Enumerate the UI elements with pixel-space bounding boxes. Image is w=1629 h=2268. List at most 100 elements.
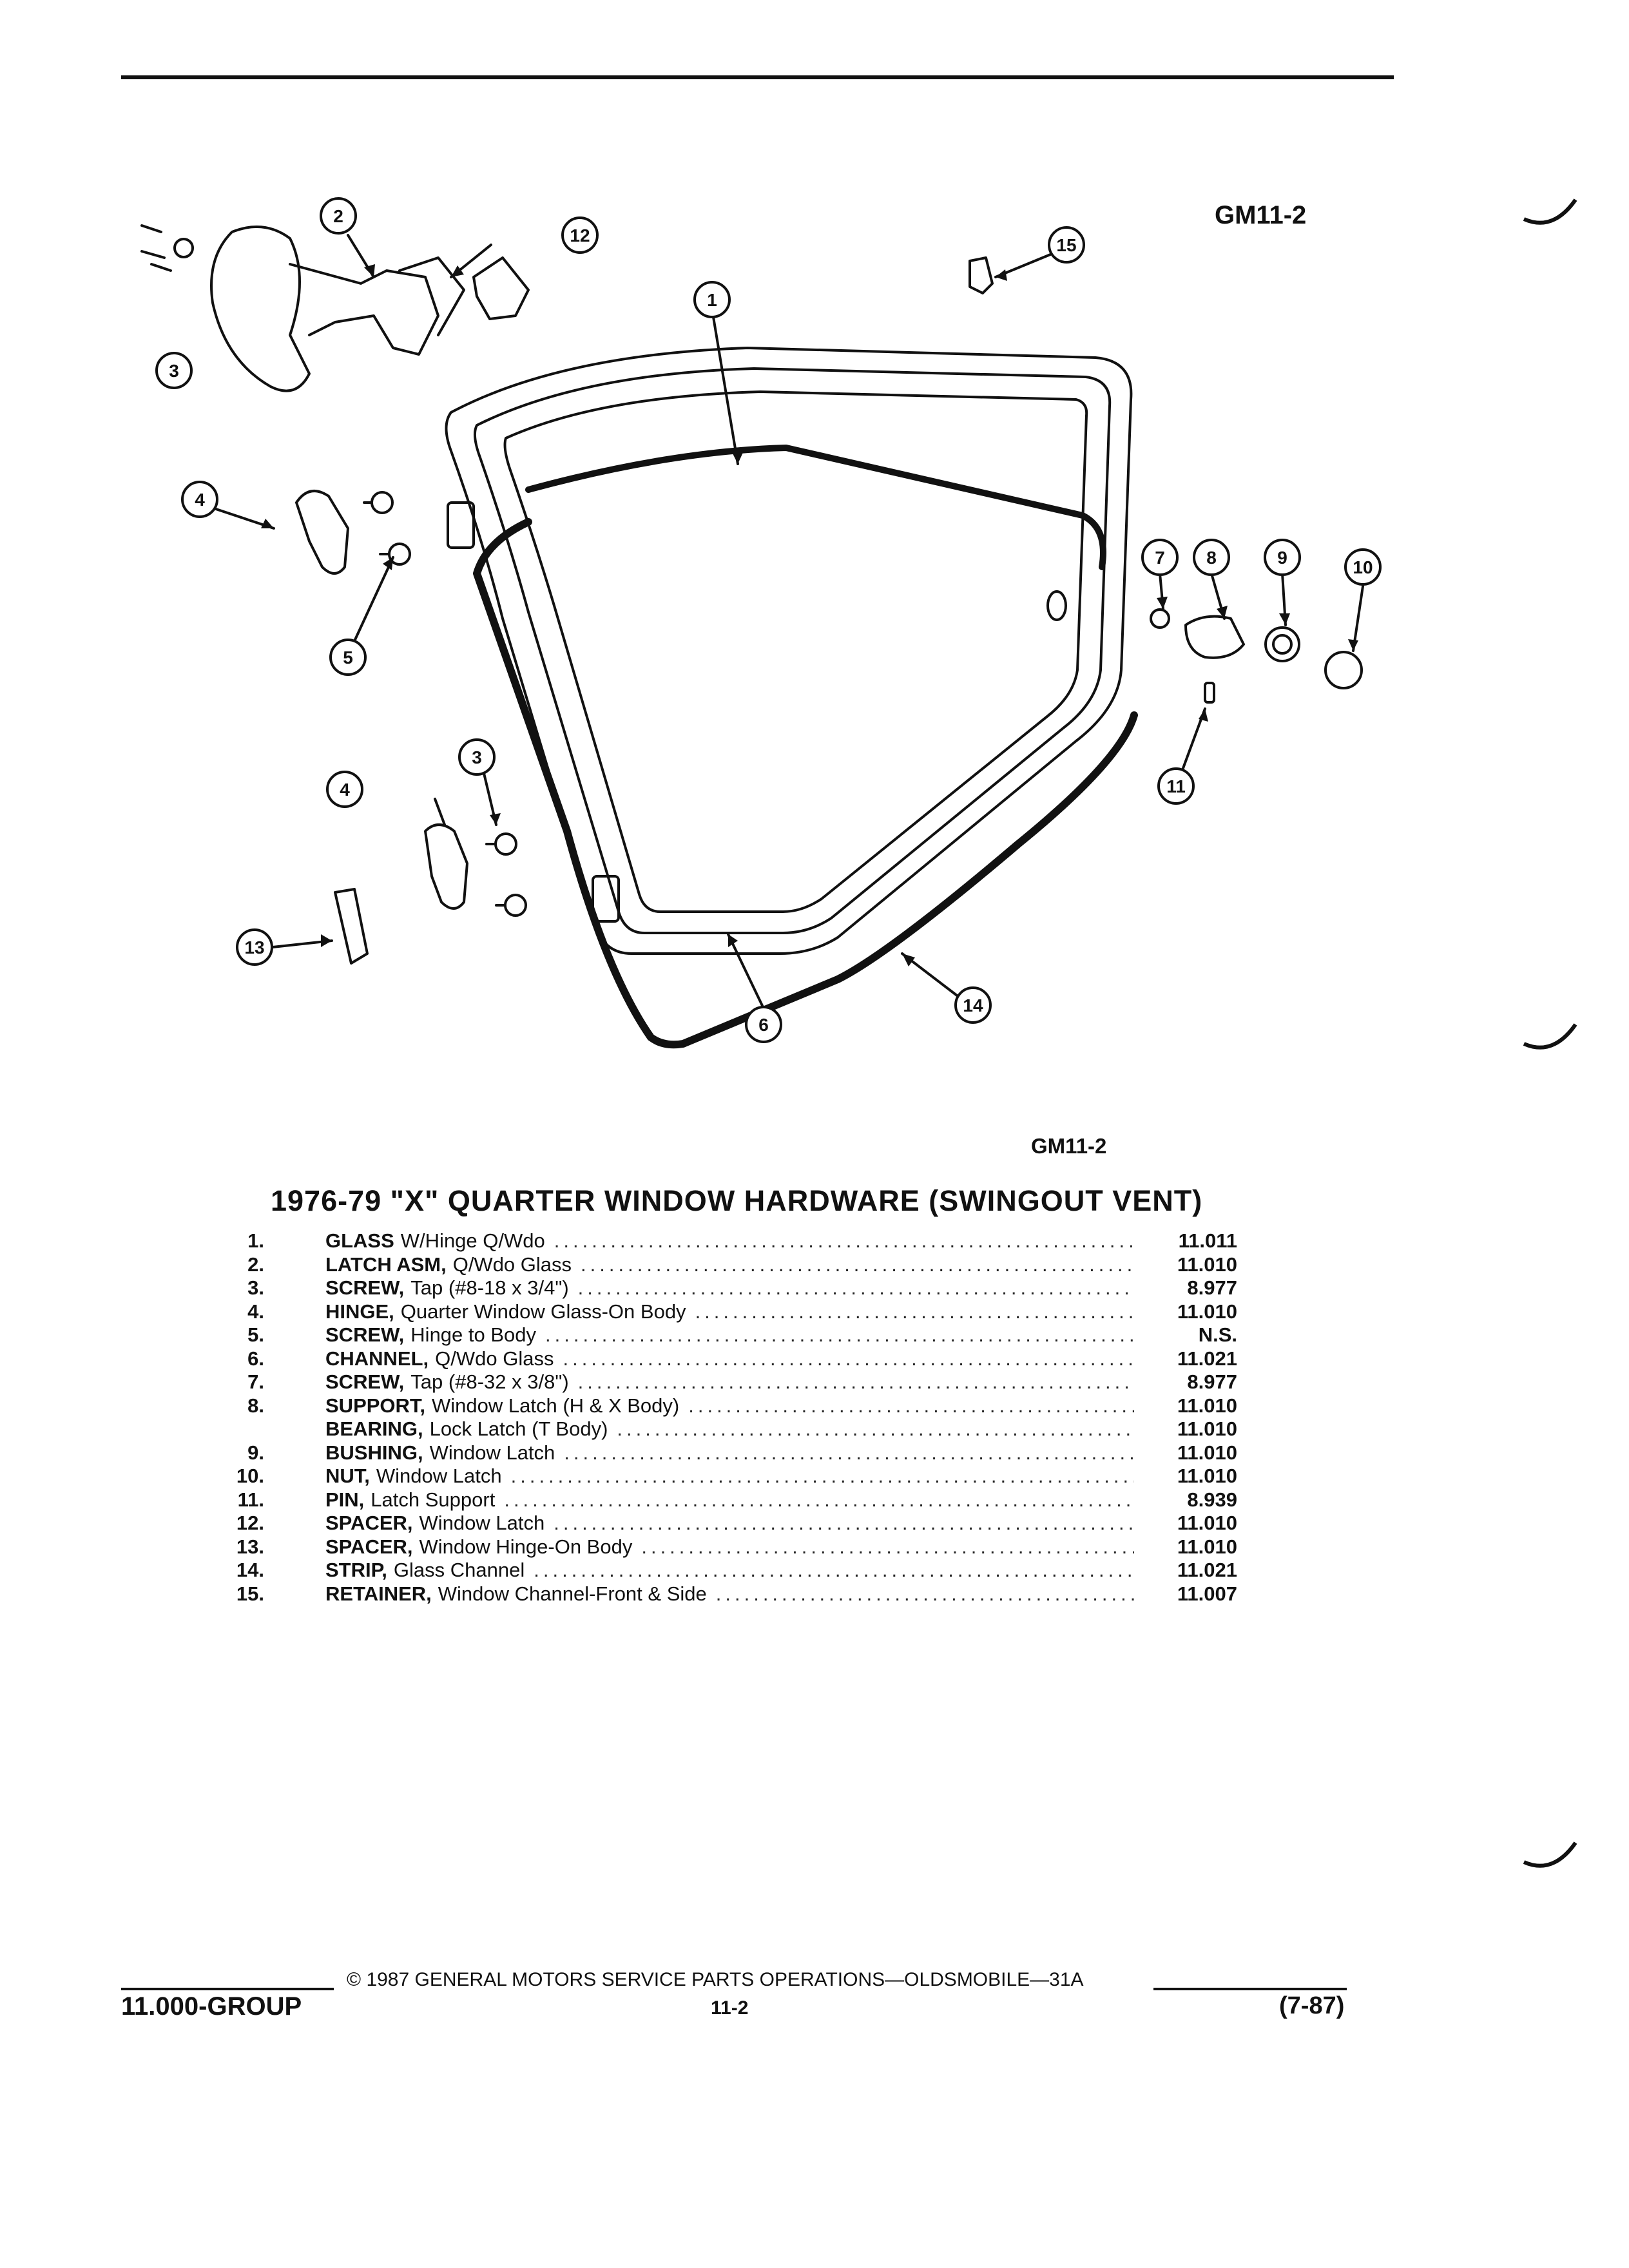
callout-7: 7 (1155, 548, 1165, 568)
leader-dots: ........................................… (563, 1347, 1135, 1370)
part-row: 13. SPACER,Window Hinge-On Body..........… (219, 1535, 1237, 1559)
leader-dots: ........................................… (695, 1300, 1134, 1323)
callout-14: 14 (963, 995, 983, 1015)
part-number: 4. (247, 1300, 264, 1323)
part-name: LATCH ASM, (325, 1253, 447, 1276)
callout-5: 5 (343, 648, 353, 668)
part-group-code: 11.010 (1177, 1512, 1237, 1534)
part-group-code: 11.010 (1177, 1253, 1237, 1276)
part-row: 12. SPACER,Window Latch..................… (219, 1512, 1237, 1535)
callout-10: 10 (1353, 557, 1373, 577)
callout-9: 9 (1277, 548, 1287, 568)
part-name: SCREW, (325, 1276, 405, 1299)
part-number: 5. (247, 1323, 264, 1346)
part-name: BUSHING, (325, 1441, 423, 1464)
footer-group: 11.000-GROUP (121, 1992, 302, 2021)
part-description: SPACER,Window Latch.....................… (325, 1512, 1134, 1535)
leader-dots: ........................................… (617, 1418, 1134, 1440)
leader-dots: ........................................… (641, 1535, 1134, 1558)
part-number: 14. (236, 1559, 264, 1581)
window-frame-outer (445, 347, 1133, 955)
part-description: SCREW,Tap (#8-18 x 3/4")................… (325, 1276, 1134, 1300)
part-group-code: 11.011 (1178, 1229, 1237, 1252)
part-row: 6.CHANNEL,Q/Wdo Glass...................… (219, 1347, 1237, 1371)
part-number: 8. (247, 1394, 264, 1417)
callout-13: 13 (244, 937, 264, 957)
margin-mark (1523, 1023, 1577, 1050)
part-detail: Window Latch (429, 1441, 555, 1464)
part-group-code: 11.007 (1177, 1582, 1237, 1605)
part-number: 7. (247, 1370, 264, 1393)
part-description: SCREW,Hinge to Body.....................… (325, 1323, 1134, 1347)
part-name: GLASS (325, 1229, 394, 1252)
part-group-code: 11.010 (1177, 1535, 1237, 1558)
part-description: LATCH ASM,Q/Wdo Glass...................… (325, 1253, 1134, 1276)
callout-3b: 3 (472, 747, 482, 767)
callout-4a: 4 (195, 490, 205, 510)
part-name: SCREW, (325, 1323, 405, 1346)
part-row: 5. SCREW,Hinge to Body...................… (219, 1323, 1237, 1347)
part-detail: Window Latch (376, 1465, 502, 1487)
part-description: STRIP,Glass Channel.....................… (325, 1559, 1134, 1582)
leader-dots: ........................................… (715, 1582, 1134, 1605)
part-name: NUT, (325, 1465, 370, 1487)
part-group-code: 11.010 (1177, 1465, 1237, 1487)
part-detail: Tap (#8-18 x 3/4") (410, 1276, 569, 1299)
part-group-code: N.S. (1198, 1323, 1237, 1346)
part-description: CHANNEL, Q/Wdo Glass.....................… (325, 1347, 1134, 1370)
top-rule (121, 75, 1394, 79)
part-number: 10. (236, 1465, 264, 1487)
part-description: SCREW,Tap (#8-32 x 3/8")................… (325, 1370, 1134, 1394)
leader-dots: ........................................… (688, 1394, 1134, 1417)
part-detail: Window Latch (H & X Body) (432, 1394, 680, 1417)
callout-6: 6 (758, 1015, 769, 1035)
part-detail: Window Channel-Front & Side (438, 1582, 707, 1605)
part-description: BEARING,Lock Latch (T Body).............… (325, 1418, 1134, 1441)
exploded-parts-diagram: 1 2 3 3 4 4 5 6 7 8 9 10 11 12 13 14 15 (140, 197, 1382, 1049)
figure-id-mid: GM11-2 (1031, 1134, 1107, 1158)
part-detail: Glass Channel (393, 1559, 525, 1581)
part-row: 10.NUT,Window Latch.....................… (219, 1465, 1237, 1488)
part-number: 11. (237, 1488, 264, 1511)
callout-3a: 3 (169, 361, 179, 381)
part-detail: Quarter Window Glass-On Body (400, 1300, 686, 1323)
part-group-code: 8.977 (1187, 1276, 1237, 1299)
part-group-code: 8.939 (1187, 1488, 1237, 1511)
glass-channel-strip (473, 518, 1138, 1049)
leader-dots: ........................................… (577, 1276, 1134, 1299)
part-name: SPACER, (325, 1535, 413, 1558)
part-group-code: 11.010 (1177, 1418, 1237, 1440)
leader-dots: ........................................… (577, 1370, 1134, 1393)
part-name: SCREW, (325, 1370, 405, 1393)
part-row: 2. LATCH ASM,Q/Wdo Glass.................… (219, 1253, 1237, 1277)
page-title: 1976-79 "X" QUARTER WINDOW HARDWARE (SWI… (271, 1184, 1203, 1217)
footer-copyright: © 1987 GENERAL MOTORS SERVICE PARTS OPER… (347, 1969, 1084, 1990)
part-name: CHANNEL, (325, 1347, 429, 1370)
footer-rule-right (1153, 1988, 1347, 1990)
part-group-code: 11.010 (1177, 1441, 1237, 1464)
part-number: 12. (236, 1512, 264, 1534)
part-description: RETAINER,Window Channel-Front & Side....… (325, 1582, 1134, 1606)
footer-page-number: 11-2 (711, 1997, 749, 2019)
part-group-code: 11.021 (1177, 1559, 1237, 1581)
part-number: 2. (247, 1253, 264, 1276)
part-detail: Window Latch (419, 1512, 545, 1534)
part-detail: Q/Wdo Glass (435, 1347, 554, 1370)
part-description: HINGE,Quarter Window Glass-On Body......… (325, 1300, 1134, 1323)
latch-asm (210, 226, 311, 392)
callout-1: 1 (707, 290, 717, 310)
margin-mark (1523, 198, 1577, 225)
leader-dots: ........................................… (554, 1229, 1134, 1252)
part-number: 3. (247, 1276, 264, 1299)
leader-dots: ........................................… (534, 1559, 1134, 1581)
window-frame-inner (473, 367, 1112, 934)
part-description: SPACER,Window Hinge-On Body.............… (325, 1535, 1134, 1559)
callout-11: 11 (1166, 776, 1186, 796)
part-number: 13. (236, 1535, 264, 1558)
part-row: 7. SCREW,Tap (#8-32 x 3/8")..............… (219, 1370, 1237, 1394)
part-group-code: 8.977 (1187, 1370, 1237, 1393)
part-row: 8.SUPPORT,Window Latch (H & X Body).....… (219, 1394, 1237, 1418)
